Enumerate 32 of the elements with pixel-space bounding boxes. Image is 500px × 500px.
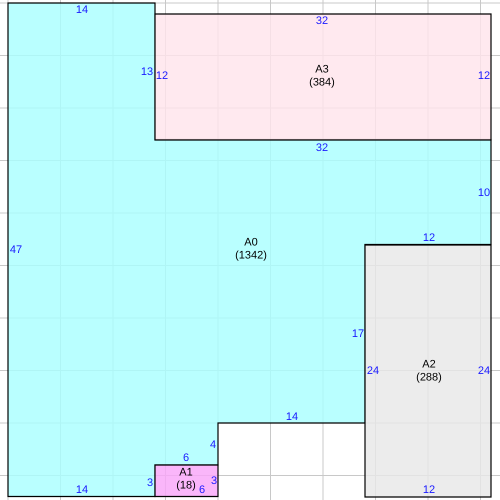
dimension-label: 3 xyxy=(210,475,218,487)
area-value: (18) xyxy=(176,479,196,492)
area-name: A2 xyxy=(422,358,436,371)
area-rectangle xyxy=(155,465,218,496)
area-value: (288) xyxy=(416,371,442,384)
area-value: (1342) xyxy=(235,249,267,262)
dimension-label: 12 xyxy=(156,70,168,82)
dimension-label: 6 xyxy=(182,452,190,464)
area-rectangle xyxy=(365,244,491,496)
dimension-label: 10 xyxy=(478,187,490,199)
area-name: A3 xyxy=(315,63,329,76)
area-polygon xyxy=(8,3,491,496)
dimension-label: 24 xyxy=(478,365,490,377)
dimension-label: 32 xyxy=(316,15,328,27)
area-value: (384) xyxy=(309,76,335,89)
dimension-label: 14 xyxy=(76,484,88,496)
dimension-label: 47 xyxy=(10,244,22,256)
dimension-label: 24 xyxy=(366,365,380,377)
dimension-label: 14 xyxy=(76,4,88,16)
dimension-label: 12 xyxy=(422,484,436,496)
dimension-label: 32 xyxy=(316,142,328,154)
area-name: A1 xyxy=(179,466,193,479)
dimension-label: 12 xyxy=(478,70,490,82)
area-name: A0 xyxy=(244,236,258,249)
dimension-label: 3 xyxy=(146,477,154,489)
dimension-label: 6 xyxy=(198,484,206,496)
dimension-label: 14 xyxy=(286,411,298,423)
dimension-label: 4 xyxy=(210,439,216,451)
dimension-label: 12 xyxy=(422,232,436,244)
dimension-label: 13 xyxy=(140,66,154,78)
area-rectangle xyxy=(155,14,491,140)
dimension-label: 17 xyxy=(352,328,364,340)
